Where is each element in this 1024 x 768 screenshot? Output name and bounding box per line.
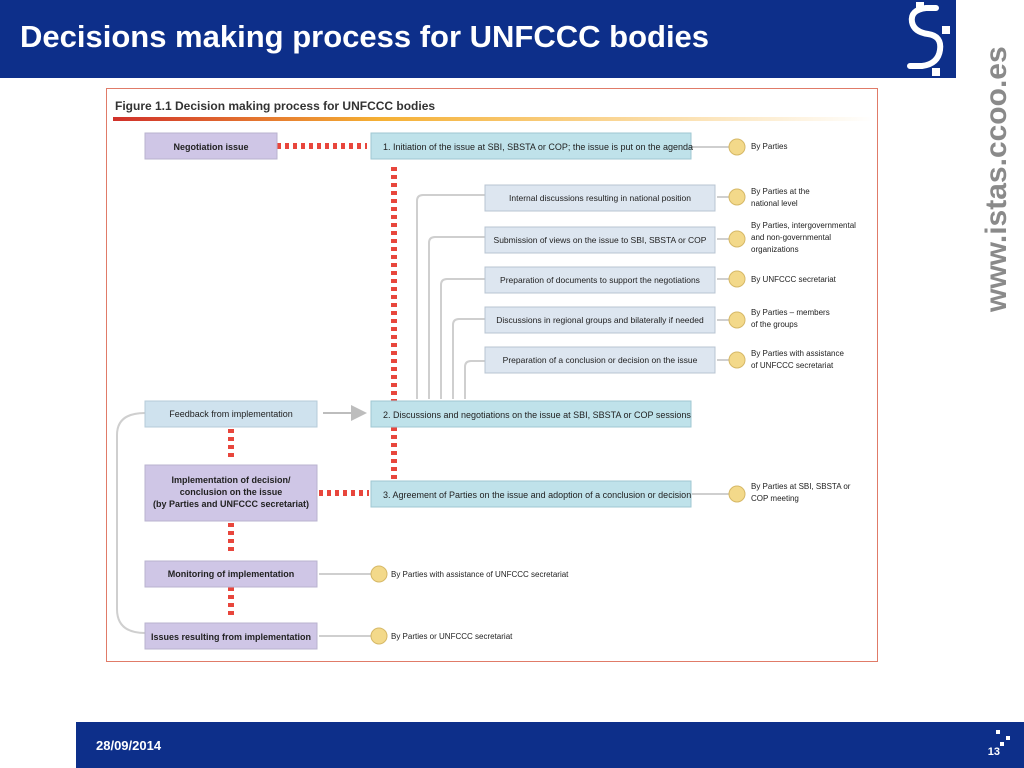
actor-sub2-line2: and non-governmental [751,233,831,242]
actor-dot-icon [728,351,746,369]
sub-step-1: Internal discussions resulting in nation… [484,184,716,212]
sub-step-4: Discussions in regional groups and bilat… [484,306,716,334]
svg-text:1. Initiation of the issue at: 1. Initiation of the issue at SBI, SBSTA… [383,142,693,152]
svg-text:Implementation of decision/: Implementation of decision/ [171,475,291,485]
actor-sub5-line1: By Parties with assistance [751,349,844,358]
actor-step3-line1: By Parties at SBI, SBSTA or [751,482,851,491]
left-box-issues: Issues resulting from implementation [144,622,318,650]
svg-text:Preparation of a conclusion or: Preparation of a conclusion or decision … [503,355,698,365]
svg-text:Feedback from implementation: Feedback from implementation [169,409,293,419]
actor-monitoring: By Parties with assistance of UNFCCC sec… [391,570,569,579]
svg-text:Negotiation issue: Negotiation issue [173,142,248,152]
istas-logo-icon [907,2,950,76]
left-box-negotiation: Negotiation issue [144,132,278,160]
figure-caption: Figure 1.1 Decision making process for U… [115,99,435,113]
svg-text:3. Agreement of Parties on the: 3. Agreement of Parties on the issue and… [383,490,691,500]
flow-diagram: Figure 1.1 Decision making process for U… [113,99,873,650]
footer-date: 28/09/2014 [96,738,162,753]
caption-rule [113,117,873,121]
step-1-box: 1. Initiation of the issue at SBI, SBSTA… [370,132,693,160]
step-2-box: 2. Discussions and negotiations on the i… [370,400,692,428]
svg-text:Preparation of documents to su: Preparation of documents to support the … [500,275,700,285]
actor-sub1-line2: national level [751,199,798,208]
svg-text:Discussions in regional groups: Discussions in regional groups and bilat… [496,315,704,325]
actor-dot-icon [728,230,746,248]
actor-step1: By Parties [751,142,787,151]
actor-sub3: By UNFCCC secretariat [751,275,837,284]
page-number: 13 [987,746,1000,758]
svg-text:conclusion on the issue: conclusion on the issue [180,487,283,497]
actor-dots [370,138,746,645]
actor-dot-icon [728,188,746,206]
left-box-implementation: Implementation of decision/ conclusion o… [144,464,318,522]
svg-text:(by Parties and UNFCCC secreta: (by Parties and UNFCCC secretariat) [153,499,309,509]
left-box-monitoring: Monitoring of implementation [144,560,318,588]
actor-sub4-line1: By Parties – members [751,308,830,317]
svg-text:2. Discussions and negotiation: 2. Discussions and negotiations on the i… [383,410,691,420]
actor-dot-icon [370,627,388,645]
svg-text:Submission of views on the iss: Submission of views on the issue to SBI,… [494,235,707,245]
actor-dot-icon [728,485,746,503]
actor-labels: By Parties By Parties at the national le… [391,142,856,641]
actor-sub4-line2: of the groups [751,320,798,329]
slide-header: Decisions making process for UNFCCC bodi… [0,0,956,78]
svg-text:Issues resulting from implemen: Issues resulting from implementation [151,632,311,642]
footer-logo-dots-icon [996,730,1010,746]
actor-dot-icon [728,270,746,288]
connector-lines [116,146,729,637]
actor-sub1-line1: By Parties at the [751,187,810,196]
actor-dot-icon [728,311,746,329]
actor-dot-icon [370,565,388,583]
decision-process-figure: Figure 1.1 Decision making process for U… [106,88,878,662]
actor-sub2-line1: By Parties, intergovernmental [751,221,856,230]
slide-title: Decisions making process for UNFCCC bodi… [20,19,710,54]
dotted-red-lines [228,143,397,617]
actor-step3-line2: COP meeting [751,494,799,503]
sub-step-2: Submission of views on the issue to SBI,… [484,226,716,254]
side-url: www.istas.ccoo.es [980,46,1013,313]
sub-step-5: Preparation of a conclusion or decision … [484,346,716,374]
actor-issues: By Parties or UNFCCC secretariat [391,632,513,641]
left-box-feedback: Feedback from implementation [144,400,318,428]
svg-text:www.istas.ccoo.es: www.istas.ccoo.es [980,46,1013,313]
slide-footer: 28/09/2014 13 [76,722,1024,768]
svg-text:Internal discussions resulting: Internal discussions resulting in nation… [509,193,691,203]
actor-sub5-line2: of UNFCCC secretariat [751,361,834,370]
step-3-box: 3. Agreement of Parties on the issue and… [370,480,692,508]
svg-text:Monitoring of implementation: Monitoring of implementation [168,569,295,579]
sub-step-3: Preparation of documents to support the … [484,266,716,294]
actor-dot-icon [728,138,746,156]
actor-sub2-line3: organizations [751,245,799,254]
